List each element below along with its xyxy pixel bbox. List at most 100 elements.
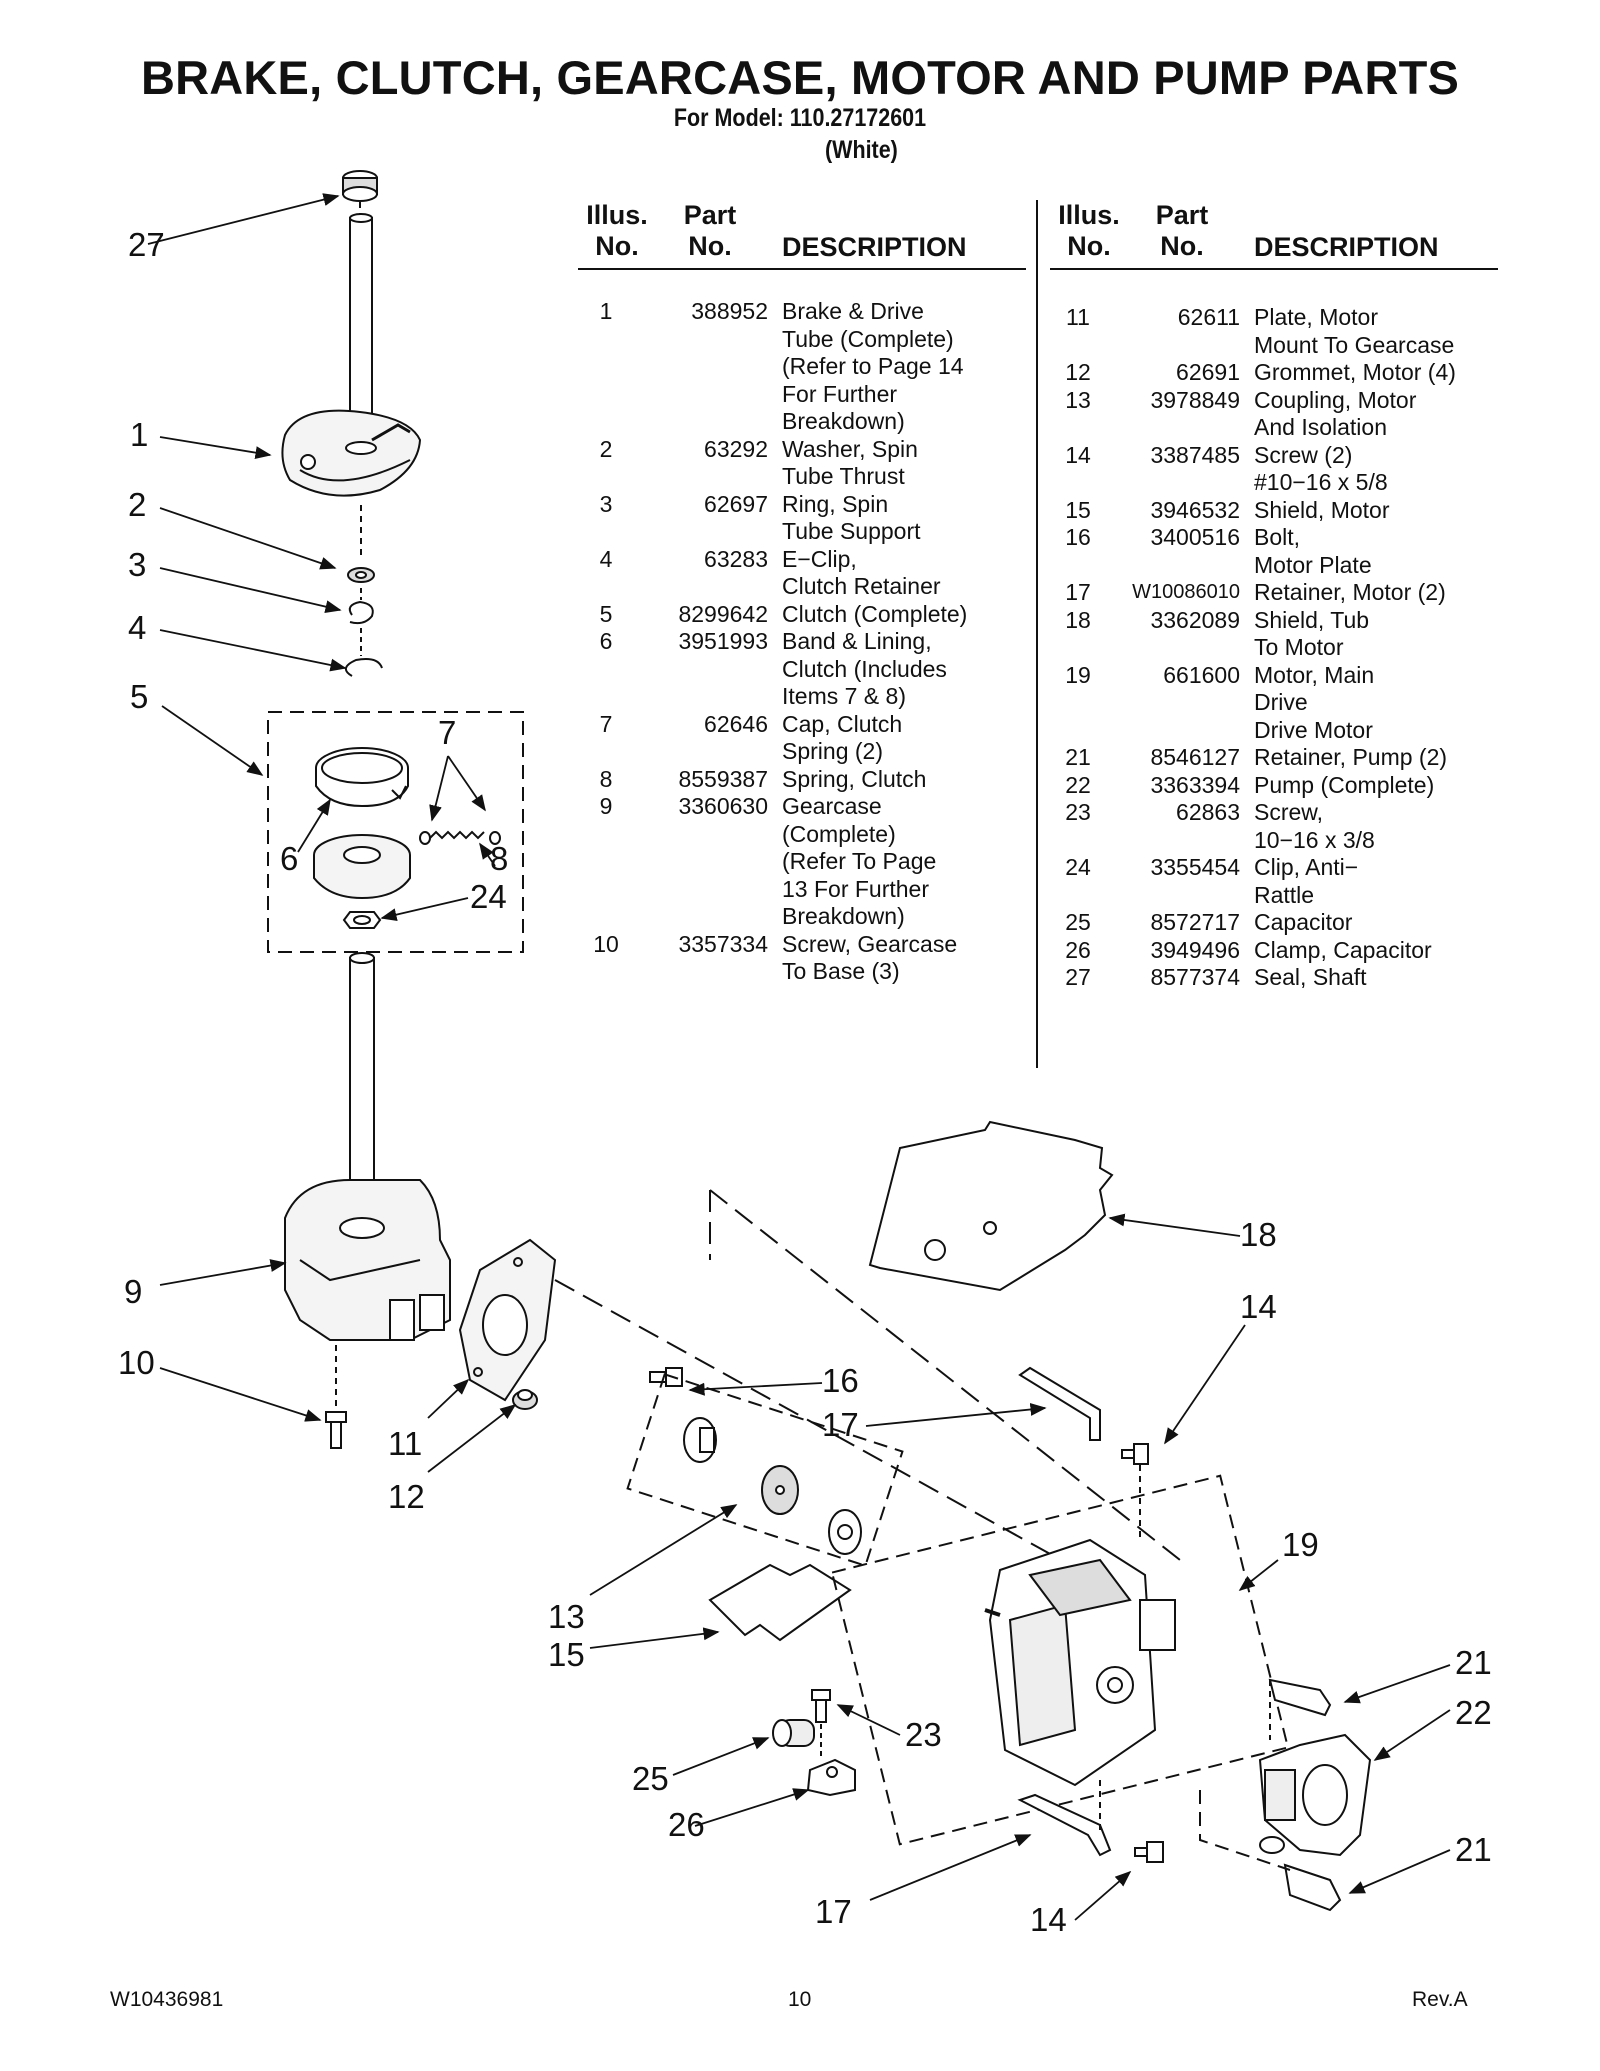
illus-number: 7: [599, 710, 613, 737]
page-title: BRAKE, CLUTCH, GEARCASE, MOTOR AND PUMP …: [140, 51, 1460, 104]
illus-number: 8: [599, 765, 613, 792]
washer-ring-clip-drawing: [345, 567, 383, 677]
part-number: 388952: [691, 298, 768, 324]
parts-row: 14 3387485 Screw (2) #10−16 x 5/8: [1050, 442, 1498, 497]
parts-row: 1 388952 Brake & Drive Tube (Complete) (Re…: [578, 298, 1026, 436]
callout-9: 9: [124, 1273, 143, 1310]
part-description: Clip, Anti− Rattle: [1254, 854, 1359, 908]
part-description: Screw, Gearcase To Base (3): [782, 930, 958, 985]
clutch-group-box: [267, 711, 524, 953]
motor-screw-drawing: [1121, 1443, 1149, 1465]
page-number: 10: [788, 1988, 812, 2011]
illus-number: 14: [1065, 441, 1091, 468]
motor-retainer-drawing: [1018, 1366, 1101, 1441]
callout-12: 12: [388, 1478, 425, 1515]
parts-row: 24 3355454 Clip, Anti− Rattle: [1050, 854, 1498, 909]
callout-1: 1: [130, 416, 149, 453]
capacitor-screw-drawing: [811, 1689, 831, 1760]
shaft-seal-drawing: [342, 170, 378, 216]
header-part-no: Part No.: [1155, 200, 1209, 261]
gearcase-screw-drawing: [325, 1411, 347, 1449]
part-description: Brake & Drive Tube (Complete) (Refer to …: [782, 298, 964, 434]
part-number: 3387485: [1150, 441, 1240, 468]
model-color: (White): [825, 136, 898, 164]
main-drive-motor-drawing: [984, 1538, 1176, 1787]
gearcase-drawing: [284, 952, 451, 1410]
part-description: Retainer, Pump (2): [1254, 744, 1448, 770]
callout-15: 15: [548, 1636, 585, 1673]
motor-group-box: [830, 1474, 1290, 1846]
part-description: Pump (Complete): [1254, 771, 1435, 798]
connection-lines: [554, 1189, 1181, 1566]
part-number: 3400516: [1150, 524, 1240, 550]
part-number: 62691: [1176, 359, 1240, 385]
illus-number: 18: [1065, 606, 1091, 633]
pump-retainer-lower-drawing: [1283, 1863, 1342, 1912]
illus-number: 1: [599, 298, 613, 324]
pump-drawing: [1258, 1733, 1372, 1857]
part-number: 3355454: [1150, 854, 1240, 880]
callout-17-upper: 17: [822, 1406, 859, 1443]
model-number: For Model: 110.27172601: [673, 104, 927, 132]
part-number: 62611: [1177, 304, 1240, 330]
callout-18: 18: [1240, 1216, 1277, 1253]
part-number: 3363394: [1150, 771, 1240, 798]
part-number: W10086010: [1132, 581, 1240, 603]
part-number: 8559387: [678, 765, 768, 792]
part-description: Screw (2) #10−16 x 5/8: [1254, 441, 1388, 496]
column-divider: [1036, 200, 1038, 1068]
part-number: 8577374: [1150, 964, 1240, 990]
part-number: 8572717: [1150, 909, 1240, 935]
part-number: 62697: [704, 490, 768, 517]
illus-number: 4: [599, 545, 613, 572]
capacitor-drawing: [772, 1719, 815, 1747]
callout-3: 3: [128, 546, 147, 583]
callout-10: 10: [118, 1344, 155, 1381]
part-description: Band & Lining, Clutch (Includes Items 7 …: [782, 628, 947, 709]
part-number: 3951993: [678, 628, 768, 654]
callout-17-lower: 17: [815, 1893, 852, 1930]
part-number: 3357334: [678, 930, 768, 957]
illus-number: 24: [1065, 854, 1091, 880]
part-description: Screw, 10−16 x 3/8: [1254, 799, 1375, 853]
parts-row: 8 8559387 Spring, Clutch: [578, 766, 1026, 794]
part-number: 3362089: [1150, 606, 1240, 633]
part-description: Cap, Clutch Spring (2): [782, 710, 903, 765]
motor-retainer-lower-drawing: [1017, 1793, 1112, 1857]
part-description: Shield, Tub To Motor: [1254, 606, 1370, 661]
part-number: 661600: [1163, 661, 1240, 688]
part-description: Retainer, Motor (2): [1254, 579, 1446, 605]
part-description: Grommet, Motor (4): [1254, 359, 1456, 385]
illus-number: 2: [599, 435, 613, 462]
motor-shield-drawing: [708, 1563, 852, 1642]
motor-screw-lower-drawing: [1134, 1841, 1164, 1863]
motor-mount-plate-drawing: [458, 1238, 557, 1402]
brake-drive-tube-drawing: [281, 213, 422, 560]
coupling-group-box: [626, 1373, 904, 1567]
part-number: 3360630: [678, 793, 768, 819]
part-description: Plate, Motor Mount To Gearcase: [1254, 304, 1455, 358]
part-description: Spring, Clutch: [782, 765, 927, 792]
parts-rows-left: 1 388952 Brake & Drive Tube (Complete) (Re…: [578, 298, 1026, 986]
illus-number: 3: [599, 490, 613, 517]
callout-21-upper: 21: [1455, 1644, 1492, 1681]
parts-table-header: Illus. No. Part No. DESCRIPTION: [578, 200, 1026, 270]
callout-14-lower: 14: [1030, 1901, 1067, 1938]
pump-retainer-drawing: [1268, 1678, 1332, 1717]
